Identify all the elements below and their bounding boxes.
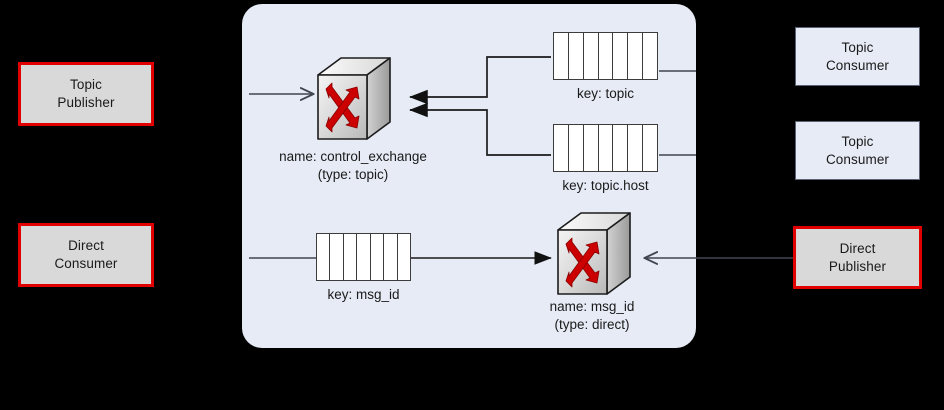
queue-cell xyxy=(628,125,644,171)
queue-cell xyxy=(344,234,358,280)
endpoint-topic-publisher[interactable]: Topic Publisher xyxy=(18,62,154,126)
endpoint-direct-consumer[interactable]: Direct Consumer xyxy=(18,223,154,287)
direct-publisher-line1: Direct xyxy=(839,240,876,256)
queue-topic-host[interactable] xyxy=(553,124,658,172)
queue-msg-id-label: key: msg_id xyxy=(327,287,400,302)
exchange-control-exchange[interactable] xyxy=(311,56,393,142)
topic-consumer-1-line2: Consumer xyxy=(825,57,890,73)
queue-cell xyxy=(613,33,629,79)
queue-msg-id[interactable] xyxy=(316,233,411,281)
queue-topic-host-label: key: topic.host xyxy=(562,178,649,193)
msg-id-exchange-name: name: msg_id xyxy=(549,299,635,314)
endpoint-topic-consumer-1[interactable]: Topic Consumer xyxy=(795,27,920,86)
queue-cell xyxy=(584,33,599,79)
direct-consumer-line1: Direct xyxy=(68,238,104,254)
queue-cell xyxy=(384,234,398,280)
network-switch-icon xyxy=(557,212,631,295)
queue-cell xyxy=(371,234,385,280)
queue-cell xyxy=(643,125,657,171)
exchange-msg-id-label: name: msg_id (type: direct) xyxy=(497,298,687,334)
queue-topic-label: key: topic xyxy=(576,86,635,101)
queue-cell xyxy=(599,33,614,79)
queue-cell xyxy=(643,33,657,79)
queue-cell xyxy=(357,234,371,280)
msg-id-exchange-type: (type: direct) xyxy=(554,317,630,333)
queue-topic[interactable] xyxy=(553,32,658,80)
queue-cell xyxy=(330,234,344,280)
topic-publisher-line2: Publisher xyxy=(57,95,115,110)
exchange-msg-id[interactable] xyxy=(551,211,633,297)
direct-consumer-line2: Consumer xyxy=(54,256,118,271)
endpoint-direct-publisher[interactable]: Direct Publisher xyxy=(793,226,922,289)
queue-cell xyxy=(628,33,644,79)
exchange-control-exchange-label: name: control_exchange (type: topic) xyxy=(258,148,448,184)
queue-cell xyxy=(554,33,569,79)
control-exchange-name: name: control_exchange xyxy=(279,149,427,164)
endpoint-topic-consumer-2[interactable]: Topic Consumer xyxy=(795,121,920,180)
queue-cell xyxy=(569,125,584,171)
queue-cell xyxy=(584,125,599,171)
queue-cell xyxy=(569,33,584,79)
topic-consumer-2-line1: Topic xyxy=(841,133,874,149)
direct-publisher-line2: Publisher xyxy=(828,258,887,274)
topic-consumer-1-line1: Topic xyxy=(841,39,874,55)
queue-cell xyxy=(554,125,569,171)
queue-cell xyxy=(398,234,410,280)
queue-cell xyxy=(613,125,629,171)
queue-cell xyxy=(317,234,331,280)
queue-cell xyxy=(599,125,614,171)
topic-consumer-2-line2: Consumer xyxy=(825,151,890,167)
network-switch-icon xyxy=(317,57,391,140)
topic-publisher-line1: Topic xyxy=(69,77,102,93)
control-exchange-type: (type: topic) xyxy=(317,167,389,183)
